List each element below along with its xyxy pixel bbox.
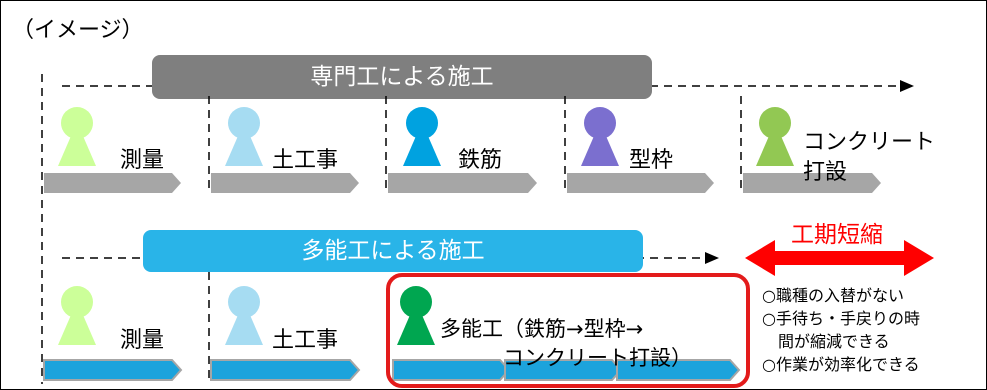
benefit-item: ○作業が効率化できる	[762, 355, 920, 374]
benefit-item: 間が縮減できる	[762, 332, 890, 351]
bottom-timeline-arrowhead	[705, 252, 719, 264]
multiskill-step-arrow	[43, 359, 183, 381]
trade-label-rebar: 鉄筋	[458, 148, 503, 173]
worker-icon	[225, 107, 263, 166]
worker-icon	[58, 286, 96, 345]
top-timeline-arrowhead	[900, 80, 914, 92]
worker-icon	[225, 286, 263, 345]
trade-label-survey: 測量	[120, 148, 165, 173]
conventional-banner: 専門工による施工	[310, 64, 494, 90]
worker-icon	[581, 107, 619, 166]
conventional-banner-bg	[152, 55, 652, 99]
trade-label-earthwork: 土工事	[272, 328, 339, 353]
conventional-step-arrow	[567, 173, 714, 193]
multiskill-banner-bg	[143, 230, 643, 272]
multiskill-highlight-box	[386, 273, 750, 388]
worker-icon	[58, 107, 96, 166]
worker-icon	[403, 107, 441, 166]
worker-icon	[397, 286, 435, 345]
conventional-step-arrow	[44, 173, 181, 193]
multiskill-banner: 多能工による施工	[301, 238, 485, 264]
trade-label-survey: 測量	[120, 328, 165, 353]
worker-icon	[756, 107, 794, 166]
trade-label-formwork: 型枠	[629, 148, 674, 173]
trade-label-multiskill: 多能工（鉄筋→型枠→ コンクリート打設）	[440, 317, 692, 371]
benefit-item: ○手待ち・手戻りの時	[762, 309, 920, 328]
shortening-label: 工期短縮	[791, 222, 883, 248]
trade-label-earthwork: 土工事	[272, 148, 339, 173]
multiskill-step-arrow	[616, 359, 741, 381]
conventional-step-arrow	[211, 173, 359, 193]
conventional-step-arrow	[388, 173, 537, 193]
diagram-title: （イメージ）	[12, 18, 144, 43]
benefit-item: ○職種の入替がない	[762, 286, 904, 305]
trade-label-concrete: コンクリート 打設	[803, 130, 936, 185]
conventional-step-arrow	[743, 173, 881, 193]
multiskill-step-arrow	[210, 359, 361, 381]
shortening-double-arrow	[745, 240, 934, 276]
